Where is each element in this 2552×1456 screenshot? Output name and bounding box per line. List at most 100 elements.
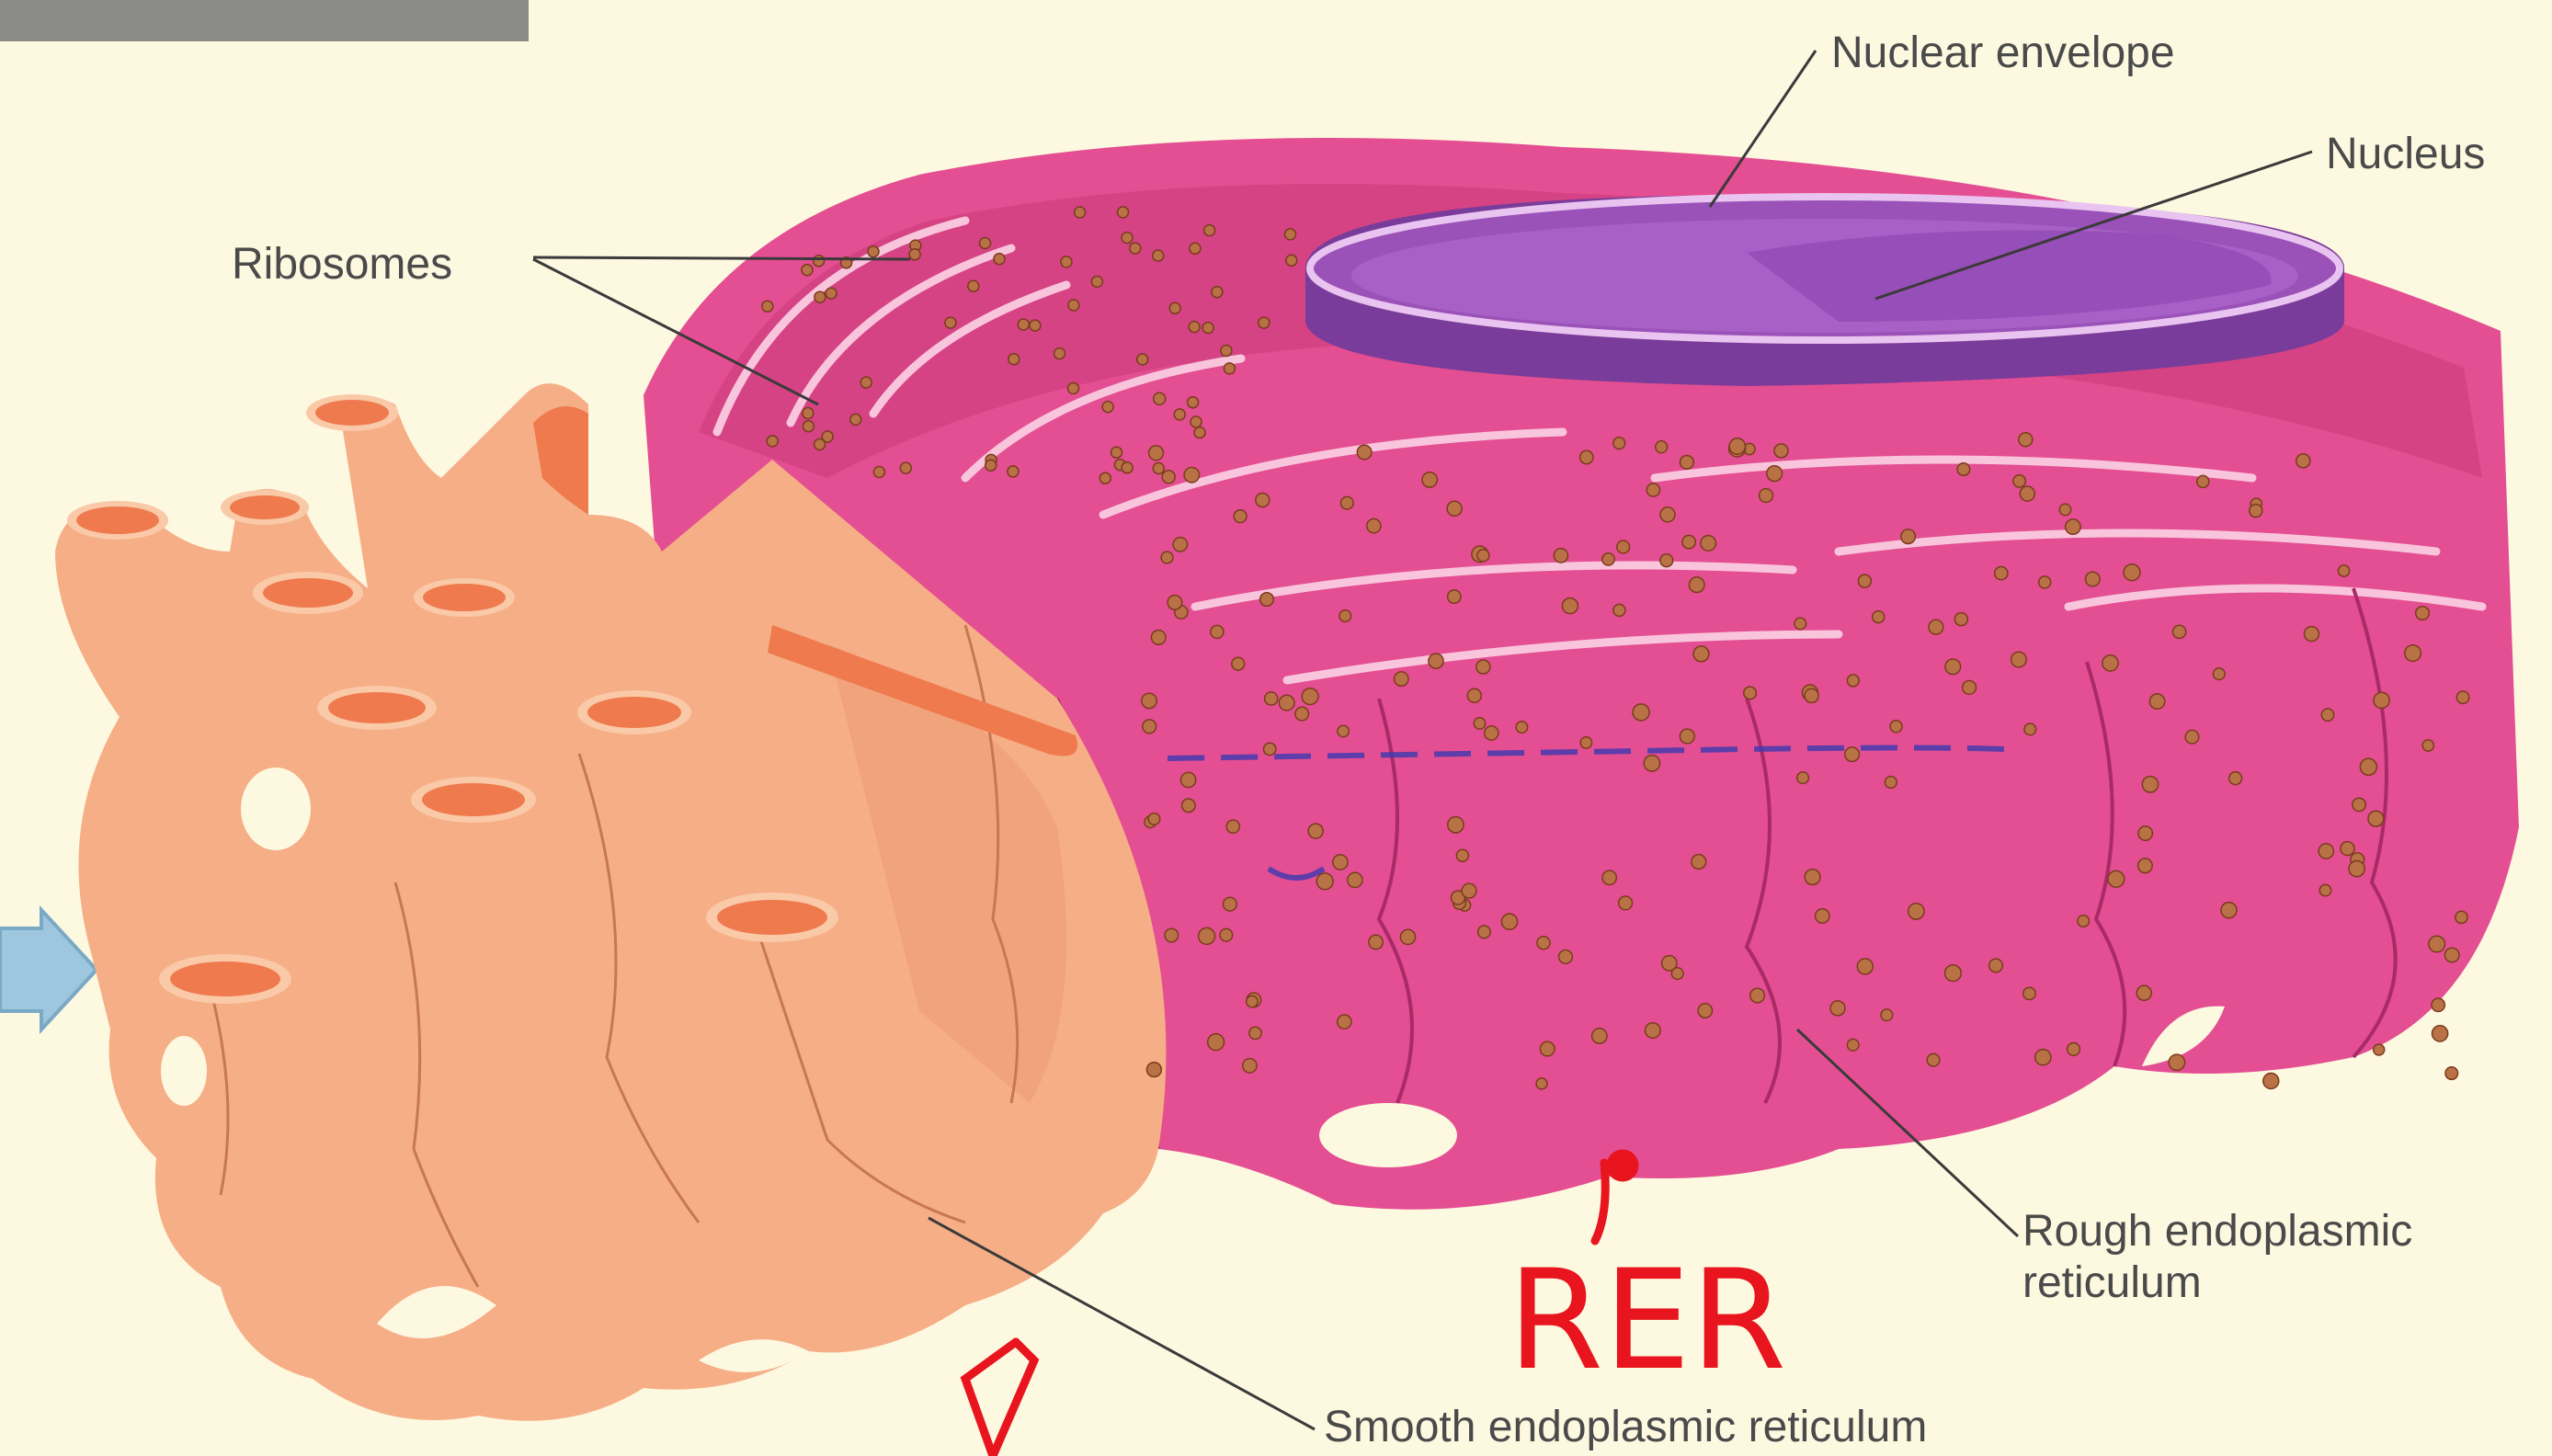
nucleus-shape (1305, 195, 2344, 386)
ribosome-dot (1130, 243, 1141, 254)
ribosome-dot (762, 301, 773, 312)
ribosome-dot (1168, 596, 1182, 610)
ribosome-dot (2078, 916, 2090, 927)
ribosome-dot (1369, 935, 1383, 949)
ribosome-dot (1448, 590, 1461, 603)
ribosome-dot (1181, 772, 1196, 787)
ribosome-dot (1232, 657, 1245, 670)
ribosome-dot (1873, 611, 1885, 623)
ribosomes-label: Ribosomes (232, 239, 452, 290)
ribosome-dot (1954, 613, 1967, 626)
ribosome-dot (1830, 1001, 1845, 1016)
ribosome-dot (1760, 489, 1773, 503)
rough-er-label-line1: Rough endoplasmic (2022, 1206, 2412, 1257)
ribosome-dot (2321, 709, 2333, 721)
ribosome-dot (2039, 576, 2051, 588)
ribosome-dot (2149, 694, 2164, 709)
ribosome-dot (1957, 463, 1970, 476)
ribosome-dot (2138, 826, 2152, 840)
ribosome-dot (1182, 799, 1196, 813)
ribosome-dot (1989, 959, 2003, 973)
ribosome-dot (1188, 397, 1199, 408)
smooth-er-leader (929, 1218, 1315, 1429)
ribosome-dot (868, 246, 879, 257)
ribosome-dot (1190, 243, 1201, 254)
ribosome-dot (1162, 471, 1175, 483)
ribosome-dot (1169, 302, 1180, 313)
ribosome-dot (2456, 691, 2468, 703)
ribosome-dot (1149, 446, 1164, 461)
ribosome-dot (1226, 820, 1239, 833)
ribosome-dot (1202, 323, 1213, 334)
ribosome-dot (2444, 948, 2459, 962)
ribosome-dot (1580, 737, 1591, 748)
ribosome-dot (2019, 433, 2033, 447)
ribosome-dot (980, 238, 991, 249)
ribosome-dot (822, 431, 833, 442)
ribosome-dot (2339, 565, 2350, 576)
handwritten-arrow-rough-head (1611, 1154, 1635, 1177)
ribosome-dot (1249, 1027, 1261, 1039)
ribosome-dot (1750, 988, 1765, 1003)
ribosome-dot (1646, 1023, 1661, 1039)
ribosome-dot (1208, 1034, 1225, 1051)
ribosome-dot (1963, 681, 1977, 695)
ribosome-dot (860, 377, 872, 388)
ribosome-dot (1501, 914, 1517, 929)
ribosome-dot (1220, 928, 1233, 941)
ribosome-dot (826, 288, 837, 299)
ribosome-dot (1858, 574, 1871, 587)
ribosome-dot (2197, 475, 2209, 487)
ribosome-dot (2319, 884, 2330, 895)
ribosome-dot (1075, 207, 1086, 218)
ribosome-dot (1068, 383, 1079, 394)
ribosome-dot (2024, 723, 2036, 735)
ribosome-dot (1174, 409, 1185, 420)
ribosome-dot (1308, 824, 1323, 838)
ribosome-dot (1536, 1078, 1547, 1089)
ribosome-dot (2142, 777, 2158, 792)
ribosome-dot (2020, 486, 2034, 501)
ribosome-dot (2023, 987, 2035, 999)
ribosome-dot (1619, 896, 1633, 910)
ribosome-dot (873, 467, 884, 478)
ribosome-dot (1485, 726, 1498, 740)
ribosome-dot (1794, 618, 1806, 630)
ribosome-dot (1137, 354, 1148, 365)
ribosome-dot (1422, 472, 1437, 487)
ribosome-dot (1995, 567, 2008, 580)
ribosome-dot (1680, 729, 1694, 744)
ribosome-dot (2013, 475, 2025, 487)
ribosome-dot (1279, 695, 1294, 711)
ribosome-dot (1122, 233, 1133, 244)
ribosome-dot (2429, 936, 2445, 952)
ribosome-dot (2066, 519, 2080, 534)
ribosome-dot (1580, 450, 1593, 463)
ribosome-dot (802, 265, 813, 276)
ribosome-dot (1554, 549, 1567, 563)
ribosome-dot (1243, 1059, 1257, 1073)
ribosome-dot (1194, 427, 1205, 438)
ribosome-dot (1516, 722, 1527, 733)
ribosome-dot (2086, 572, 2101, 586)
ribosome-dot (968, 280, 979, 291)
ribosome-dot (850, 414, 861, 425)
ribosome-dot (1602, 870, 1616, 884)
ribosome-dot (1118, 207, 1129, 218)
ribosome-dot (2011, 652, 2027, 667)
ribosome-dot (1857, 959, 1873, 974)
ribosome-dot (900, 462, 911, 473)
ribosome-dot (1562, 598, 1578, 614)
ribosome-dot (1224, 897, 1237, 911)
ribosome-dot (1357, 445, 1372, 460)
ribosome-dot (1247, 995, 1258, 1007)
ribosome-dot (1847, 675, 1859, 687)
ribosome-dot (2416, 607, 2430, 620)
ribosome-dot (1204, 225, 1215, 236)
ribosome-dot (1338, 1015, 1351, 1029)
ribosome-dot (1147, 1063, 1162, 1077)
ribosome-dot (2108, 870, 2125, 887)
ribosome-dot (2035, 1050, 2051, 1065)
ribosome-dot (1111, 447, 1122, 458)
ribosome-dot (2263, 1074, 2279, 1089)
